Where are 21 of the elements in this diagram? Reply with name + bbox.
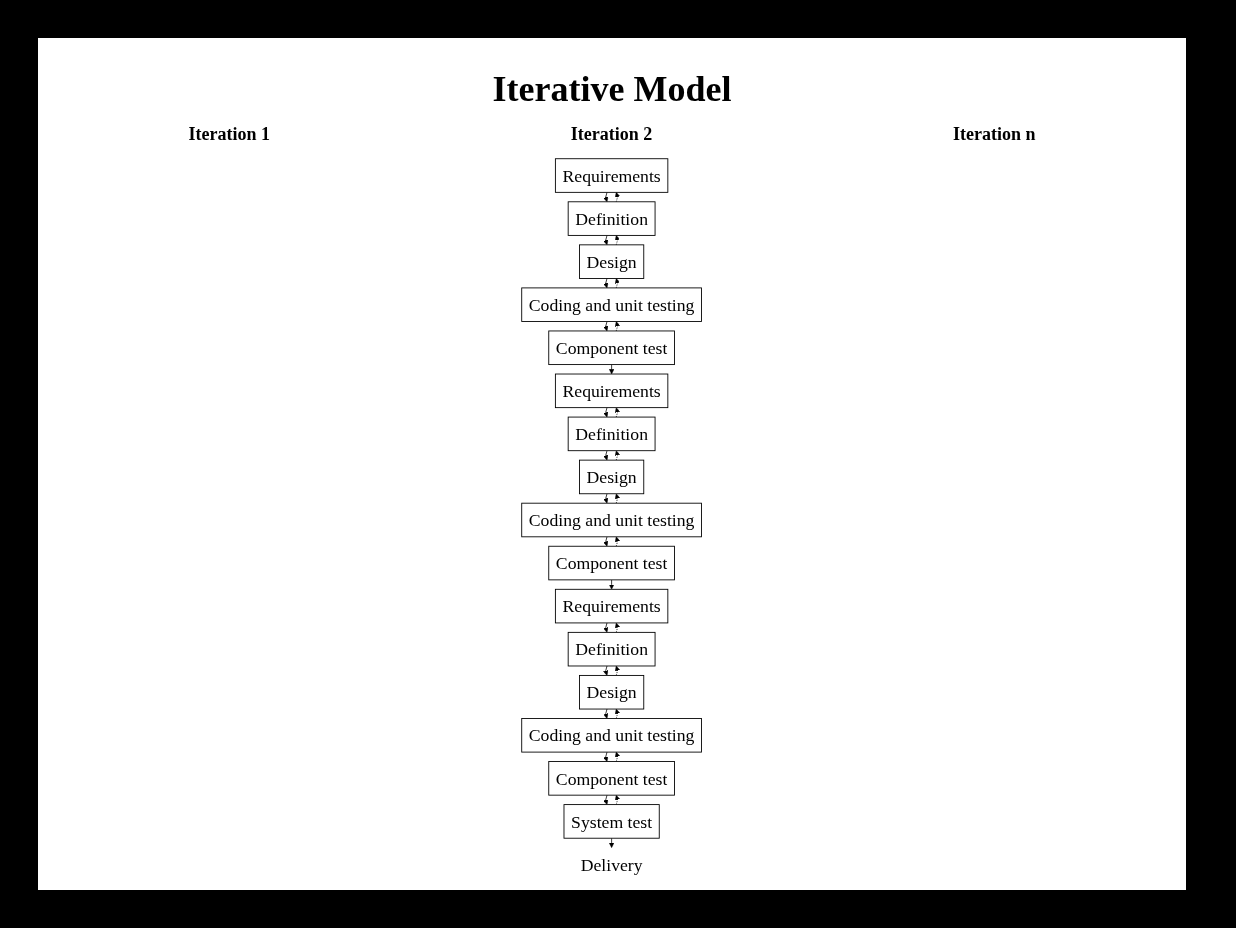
node-box: Design: [579, 459, 645, 495]
iteration-heading: Iteration 2: [570, 124, 653, 145]
node-box: Definition: [568, 201, 656, 236]
node-box: Component test: [548, 330, 676, 365]
node-box: Coding and unit testing: [521, 718, 703, 753]
node-box: Coding and unit testing: [521, 287, 703, 322]
node-text: Delivery: [581, 854, 643, 875]
node-box: Design: [579, 674, 645, 710]
iteration-heading: Iteration n: [953, 124, 1036, 145]
node-box: Requirements: [555, 373, 669, 409]
iteration-heading: Iteration 1: [188, 124, 270, 145]
node-box: Definition: [568, 631, 656, 667]
node-box: Design: [579, 244, 645, 279]
node-box: Requirements: [555, 158, 669, 193]
node-box: Coding and unit testing: [521, 502, 703, 538]
node-box: Component test: [548, 761, 676, 796]
node-box: Component test: [548, 545, 676, 581]
node-box: Requirements: [555, 588, 669, 624]
node-box: System test: [563, 804, 661, 839]
node-box: Definition: [568, 416, 656, 452]
diagram-title: Iterative Model: [491, 68, 733, 110]
